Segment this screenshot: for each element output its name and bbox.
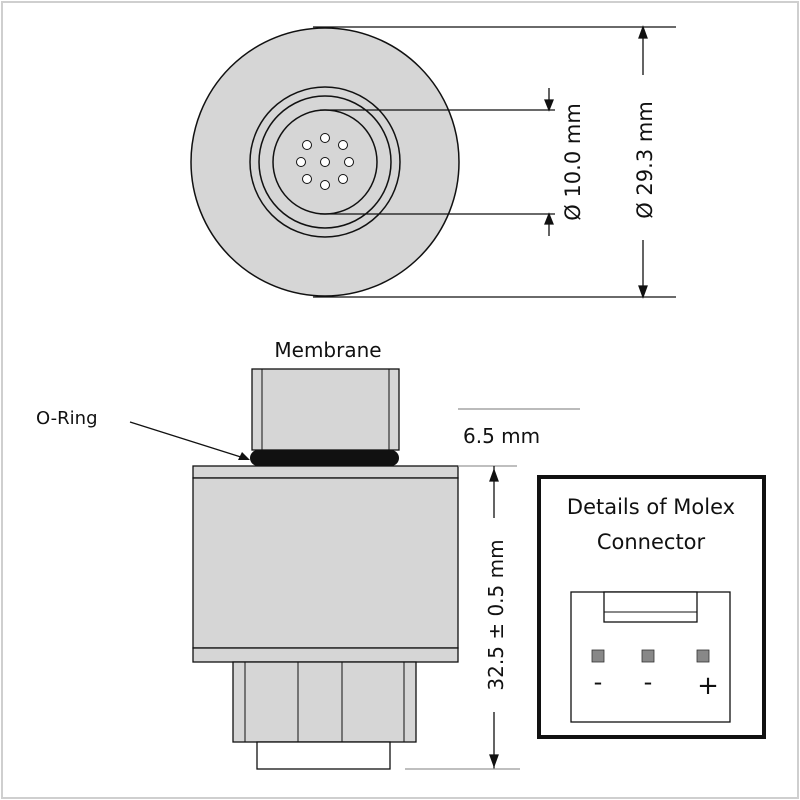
body-top-band (192, 465, 459, 479)
molex-pin-label-1: - (594, 668, 603, 696)
vent-hole (302, 140, 312, 150)
inner-diameter-dimension (320, 88, 555, 236)
molex-pin-label-3: + (697, 671, 719, 701)
membrane-cap (251, 368, 400, 451)
top-view: Ø 10.0 mm Ø 29.3 mm (190, 25, 676, 299)
molex-title-line1: Details of Molex (567, 495, 735, 519)
arrowhead (544, 99, 554, 112)
molex-pin-label-2: - (644, 668, 653, 696)
o-ring-leader-line (129, 421, 245, 459)
middle-ring (258, 95, 392, 229)
outer-diameter-dimension (313, 25, 676, 299)
vent-hole (338, 140, 348, 150)
vent-hole (338, 174, 348, 184)
vent-hole (296, 157, 306, 167)
inner-diameter-label: Ø 10.0 mm (561, 103, 585, 221)
vent-holes (296, 133, 354, 190)
molex-detail-box: Details of Molex Connector - - + (537, 475, 766, 739)
body-height-dimension (405, 466, 520, 770)
molex-pin-3 (696, 649, 710, 663)
arrowhead (638, 25, 648, 39)
cap-height-label: 6.5 mm (463, 424, 540, 448)
o-ring-leader-arrowhead (238, 452, 250, 460)
molex-latch (603, 591, 698, 623)
side-view: Membrane O-Ring 6.5 mm 32.5 ± 0.5 mm (36, 338, 580, 770)
body-bottom-band (192, 647, 459, 663)
membrane-label: Membrane (274, 338, 381, 362)
outer-diameter-label: Ø 29.3 mm (633, 101, 657, 219)
arrowhead (544, 212, 554, 225)
vent-hole (320, 180, 330, 190)
molex-title-line2: Connector (597, 530, 706, 554)
o-ring-label: O-Ring (36, 408, 98, 429)
vent-hole (344, 157, 354, 167)
arrowhead (489, 468, 499, 482)
vent-hole (302, 174, 312, 184)
arrowhead (638, 285, 648, 299)
arrowhead (489, 754, 499, 768)
vent-hole (320, 157, 330, 167)
body-height-label: 32.5 ± 0.5 mm (484, 539, 508, 690)
connector-plug (256, 741, 391, 770)
outer-ring (249, 86, 401, 238)
molex-pin-2 (641, 649, 655, 663)
sensor-body (192, 477, 459, 649)
connector-housing (232, 661, 417, 743)
vent-hole (320, 133, 330, 143)
molex-pin-1 (591, 649, 605, 663)
o-ring (250, 450, 399, 466)
